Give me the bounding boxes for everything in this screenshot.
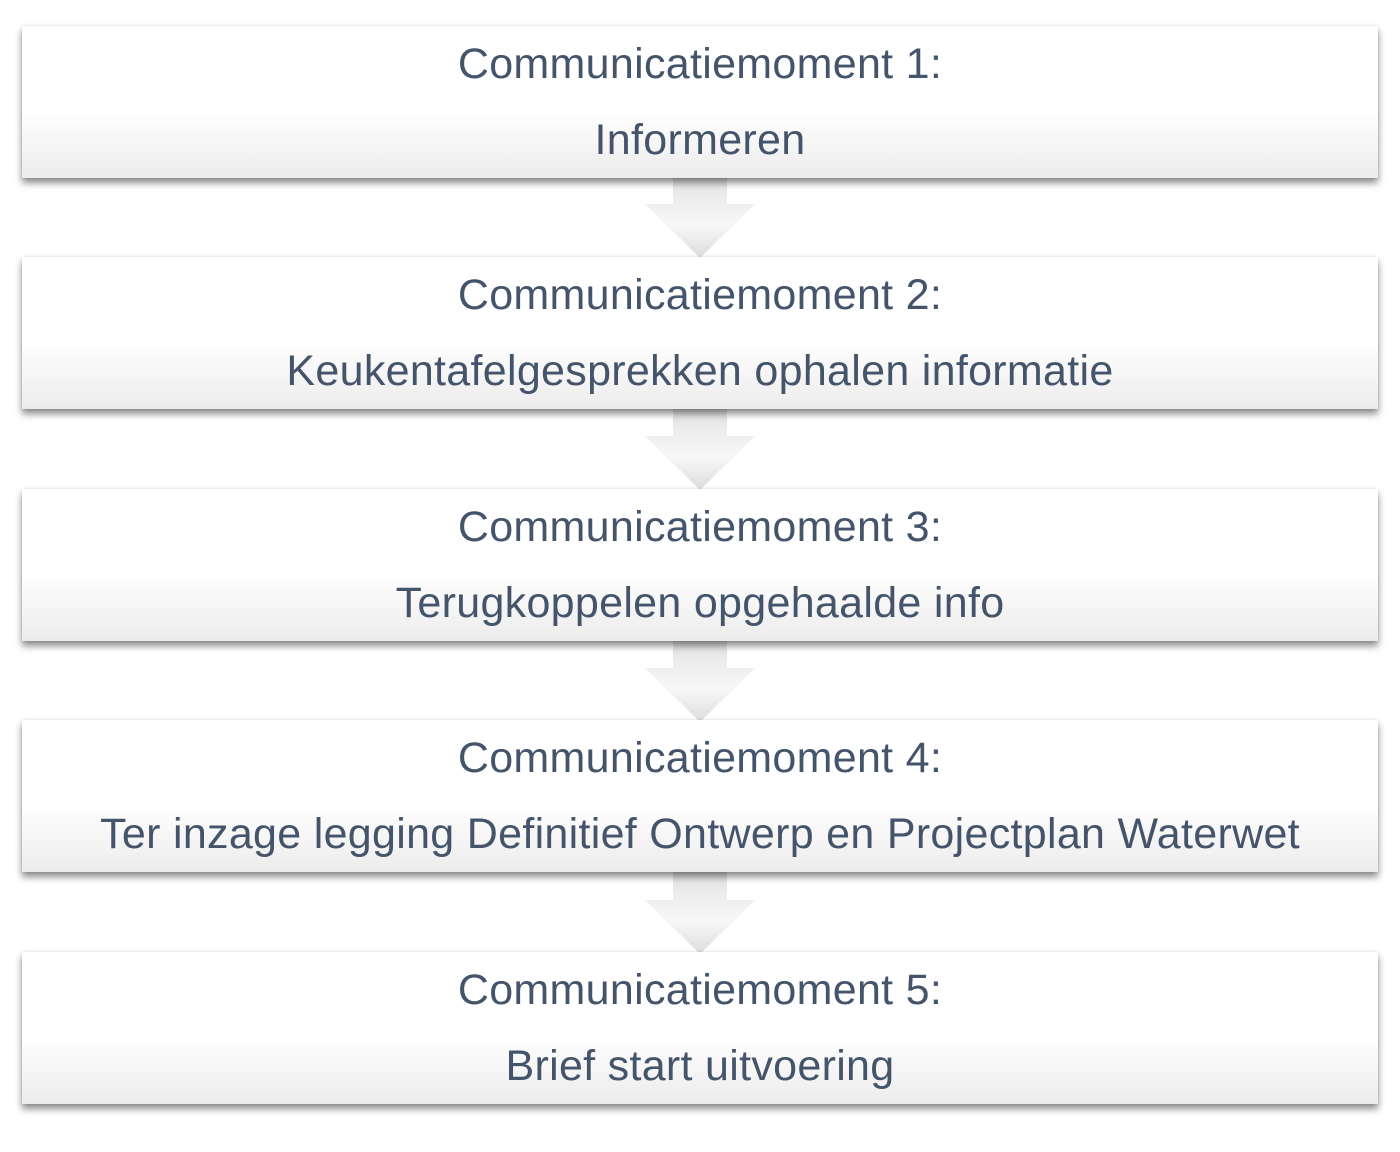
step-title: Communicatiemoment 4: [457, 734, 943, 782]
step-description: Terugkoppelen opgehaalde info [395, 579, 1005, 627]
down-arrow-icon [645, 872, 755, 954]
step-title: Communicatiemoment 3: [457, 503, 943, 551]
step-title: Communicatiemoment 2: [457, 271, 943, 319]
down-arrow-icon [645, 408, 755, 490]
step-description: Brief start uitvoering [505, 1042, 895, 1090]
down-arrow-icon [645, 176, 755, 258]
step-box-4: Communicatiemoment 4: Ter inzage legging… [22, 720, 1378, 872]
step-box-1: Communicatiemoment 1: Informeren [22, 26, 1378, 178]
step-title: Communicatiemoment 1: [457, 40, 943, 88]
step-box-5: Communicatiemoment 5: Brief start uitvoe… [22, 952, 1378, 1104]
step-title: Communicatiemoment 5: [457, 966, 943, 1014]
step-description: Keukentafelgesprekken ophalen informatie [286, 347, 1114, 395]
step-description: Informeren [594, 116, 806, 164]
step-box-3: Communicatiemoment 3: Terugkoppelen opge… [22, 489, 1378, 641]
step-description: Ter inzage legging Definitief Ontwerp en… [100, 810, 1300, 858]
down-arrow-icon [645, 640, 755, 722]
step-box-2: Communicatiemoment 2: Keukentafelgesprek… [22, 257, 1378, 409]
